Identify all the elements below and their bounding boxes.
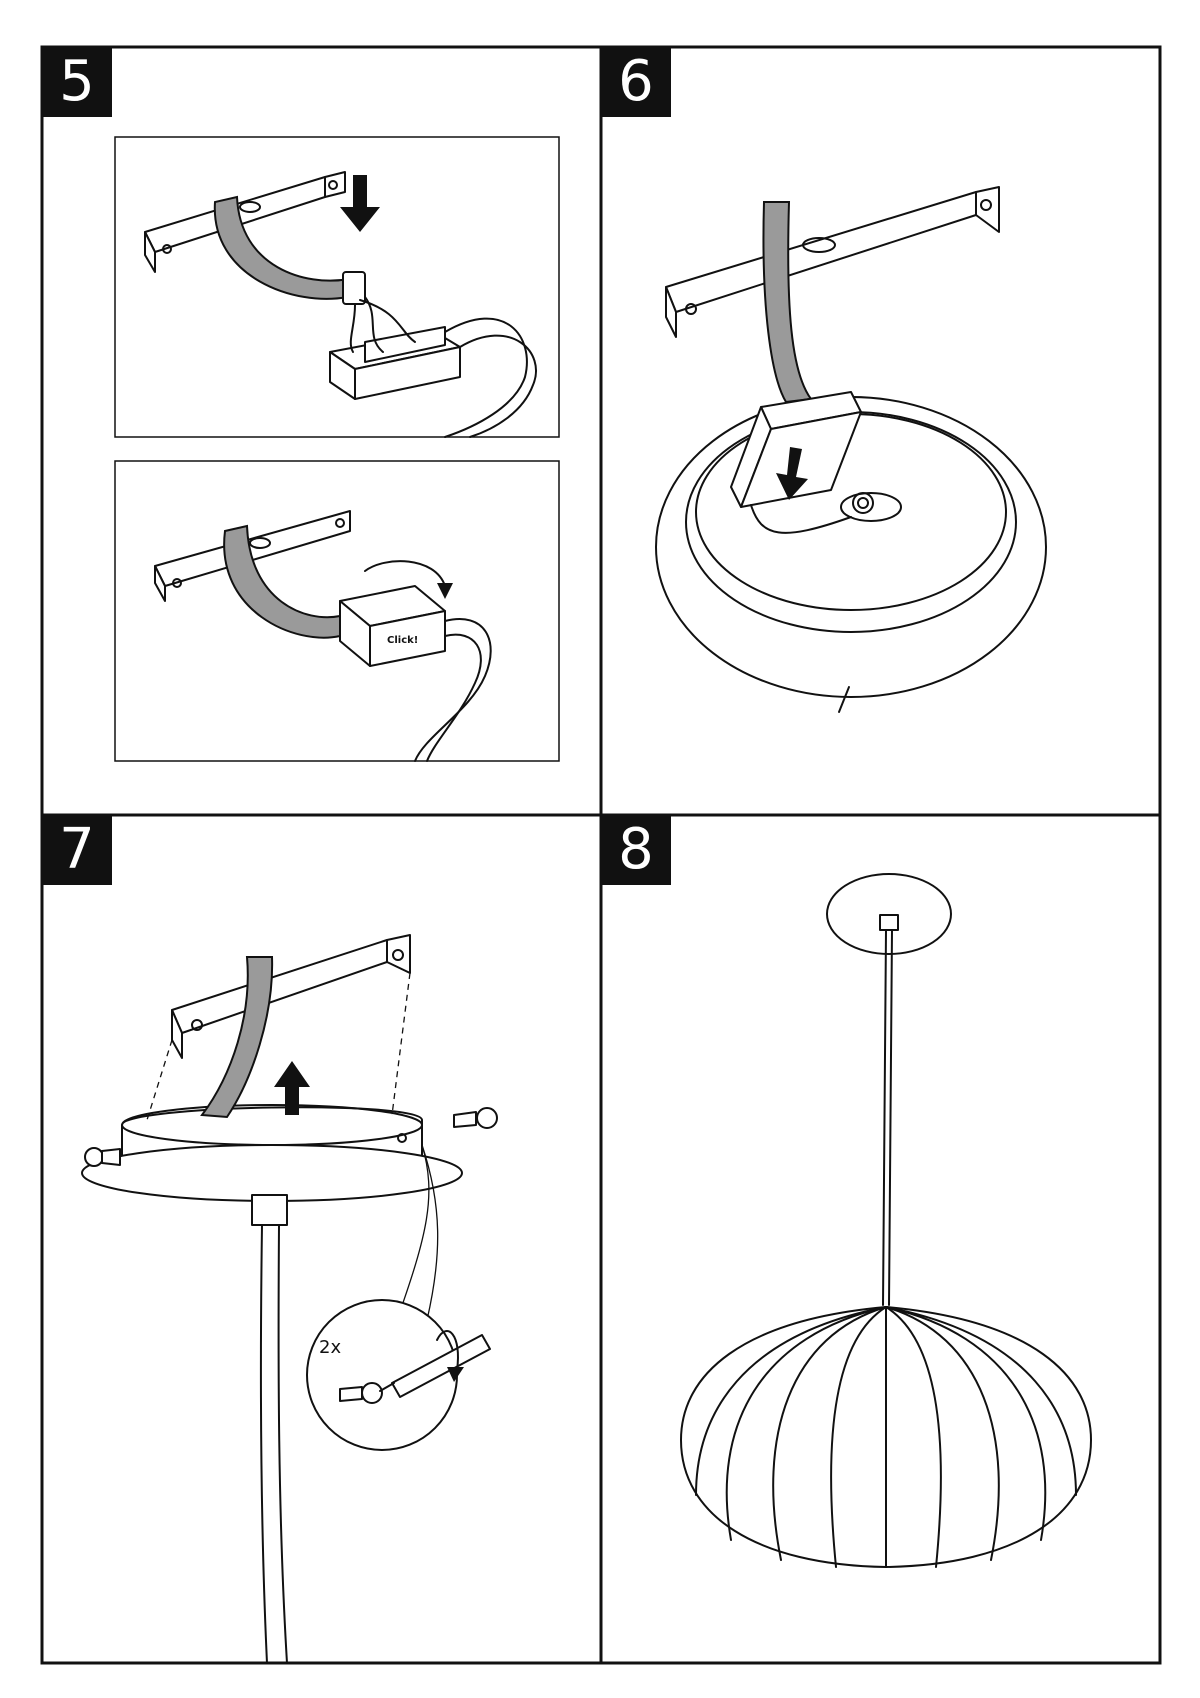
down-arrow-icon	[340, 175, 380, 232]
screw-icon	[339, 1382, 383, 1404]
up-arrow-icon	[274, 1061, 310, 1115]
step-6-illustration	[655, 186, 1047, 713]
step-8-panel: 8	[601, 815, 1160, 1663]
step-number-badge: 8	[601, 815, 671, 885]
step-6-panel: 6	[601, 47, 1160, 815]
step-7-panel: 7	[42, 815, 601, 1664]
step-number-badge: 5	[42, 47, 112, 117]
screw-icon	[84, 1147, 121, 1167]
step-8-illustration	[680, 873, 1092, 1568]
down-arrow-icon	[776, 447, 808, 500]
click-label: Click!	[387, 635, 418, 646]
step-7-illustration: 2x	[81, 934, 498, 1664]
rotate-arrow-icon	[364, 560, 446, 587]
step-number-badge: 7	[42, 815, 112, 885]
rotate-arrow-icon	[436, 1330, 459, 1371]
screw-icon	[453, 1107, 498, 1129]
step-number-badge: 6	[601, 47, 671, 117]
step-5-panel: 5	[42, 47, 601, 815]
step-5-detail-connect-wires	[114, 136, 560, 438]
screwdriver-icon	[379, 1334, 491, 1398]
step-5-detail-close-cover: Click!	[114, 460, 560, 762]
screw-count-label: 2x	[319, 1337, 341, 1358]
